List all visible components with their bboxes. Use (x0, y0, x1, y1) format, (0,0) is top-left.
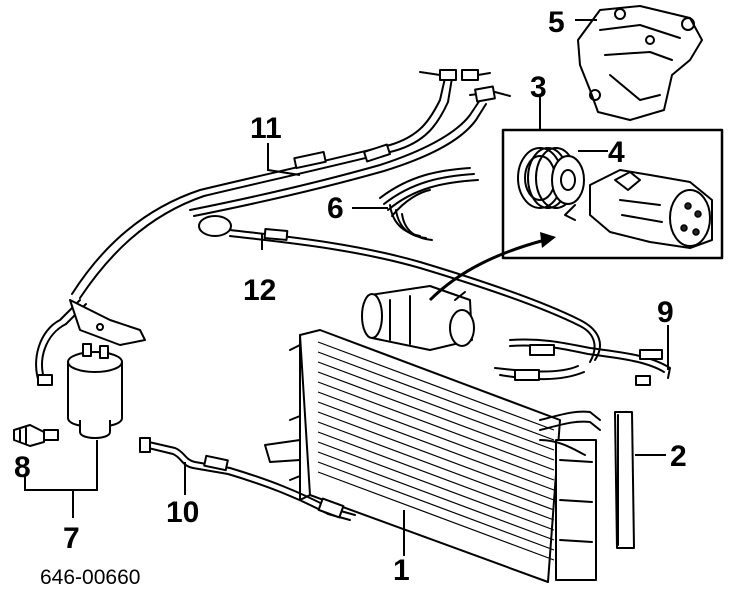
accumulator (67, 343, 123, 439)
callout-7: 7 (63, 522, 80, 555)
hose-bundle (379, 167, 479, 241)
evaporator-line (139, 437, 356, 521)
callout-12: 12 (243, 274, 276, 307)
muffler-line (198, 215, 601, 363)
figure-code: 646-00660 (40, 566, 140, 589)
callout-11: 11 (250, 112, 282, 145)
callout-4: 4 (608, 136, 625, 169)
callout-6: 6 (327, 192, 344, 225)
callout-9: 9 (657, 296, 674, 329)
callout-10: 10 (166, 496, 199, 529)
condenser (264, 329, 601, 583)
pressure-switch (13, 424, 59, 447)
receiver-drier (361, 285, 475, 351)
callout-1: 1 (393, 554, 410, 587)
liquid-line (494, 338, 671, 386)
leader-lines (24, 19, 669, 556)
compressor-clutch (517, 147, 585, 209)
compressor-body (564, 169, 713, 249)
compressor-bracket (577, 5, 703, 121)
callout-8: 8 (14, 451, 31, 484)
callout-5: 5 (548, 6, 565, 39)
condenser-seal (614, 411, 635, 549)
accumulator-inlet-line (35, 299, 146, 386)
callout-2: 2 (670, 440, 687, 473)
location-arrow (428, 232, 556, 302)
callout-3: 3 (530, 71, 547, 104)
upper-refrigerant-line (71, 69, 511, 299)
